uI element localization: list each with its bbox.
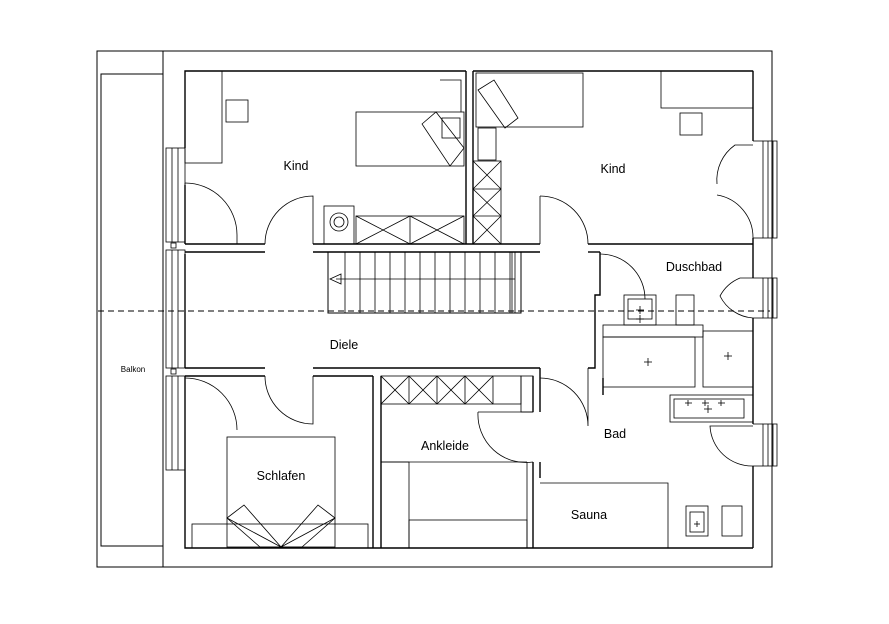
right-windows [753,140,778,467]
room-label-kind-left: Kind [283,159,308,173]
furniture-schlafen [191,436,369,549]
room-label-diele: Diele [330,338,359,352]
room-labels: Kind Kind Duschbad Diele Balkon Ankleide… [121,159,722,522]
room-label-duschbad: Duschbad [666,260,722,274]
room-label-schlafen: Schlafen [257,469,306,483]
furniture-ankleide [380,375,534,549]
left-windows [165,147,186,471]
furniture-kind-right [472,70,754,245]
room-label-bad: Bad [604,427,626,441]
room-label-balkon: Balkon [121,365,145,374]
furniture-kind-left [184,70,465,245]
furniture-duschbad [602,294,754,388]
room-label-ankleide: Ankleide [421,439,469,453]
room-label-kind-right: Kind [600,162,625,176]
furniture-bad [540,394,754,549]
outer-boundary [96,50,773,568]
staircase [327,251,522,314]
room-label-sauna: Sauna [571,508,607,522]
door-swings [184,144,754,467]
